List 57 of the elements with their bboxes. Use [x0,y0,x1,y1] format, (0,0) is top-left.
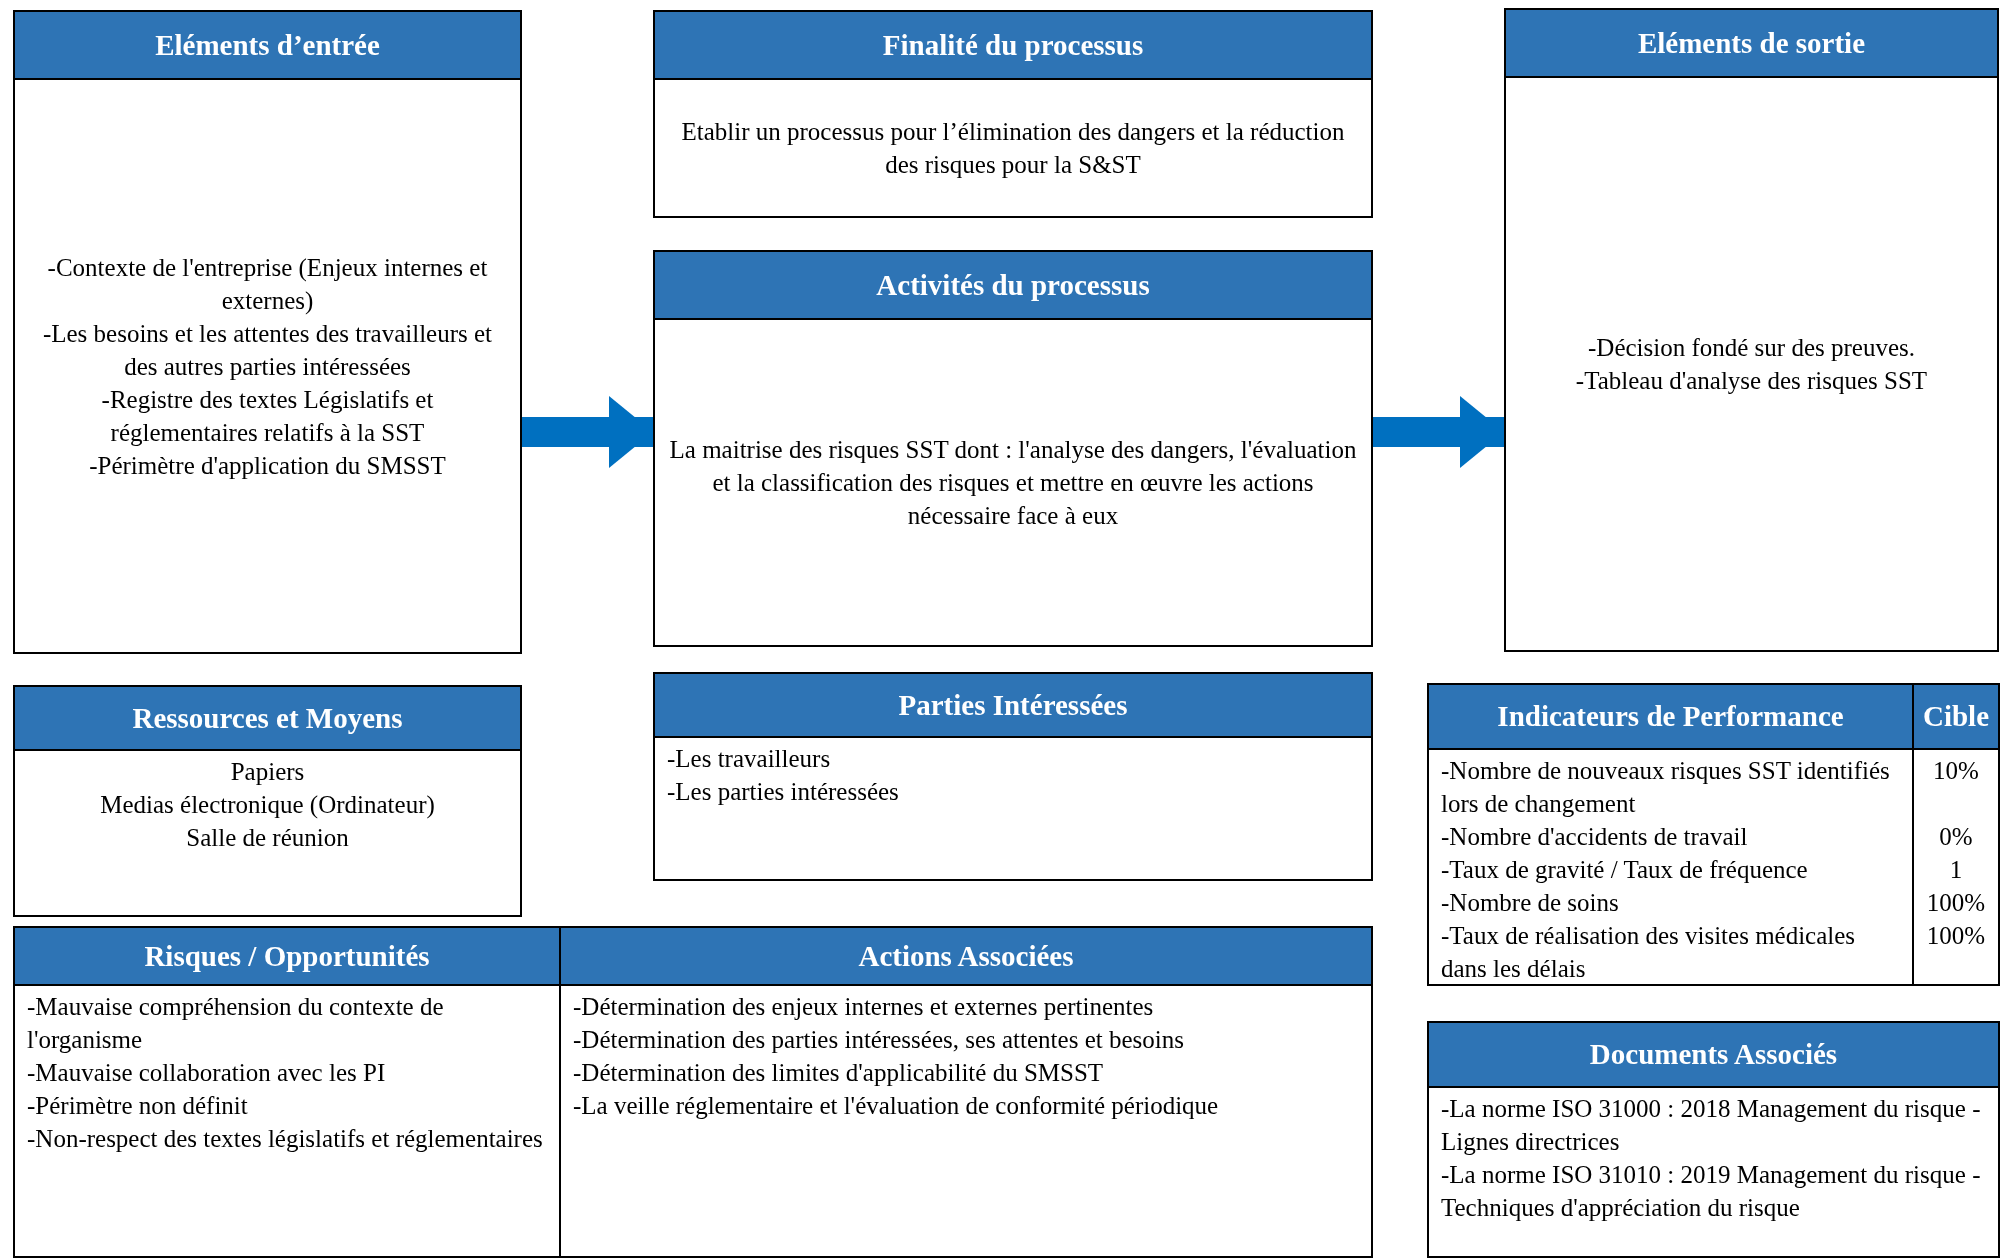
box-text: -Les travailleurs [667,744,832,774]
box-text: -Nombre de nouveaux risques SST identifiés lors de changement [1441,756,1891,819]
target-value: 100% [1925,921,1987,951]
box-text: -Détermination des limites d'applicabilité du SMSST [573,1058,1105,1088]
box-text: -Mauvaise compréhension du contexte de l'organisme [27,992,445,1055]
box-heading: Risques / Opportunités [15,928,559,986]
box-text: -Les parties intéressées [667,777,900,807]
box-heading: Documents Associés [1429,1023,1998,1088]
box-text: Papiers [229,757,306,787]
box-heading: Actions Associées [561,928,1371,986]
process-box [13,10,522,654]
target-value: 1 [1948,855,1964,885]
box-text: -Mauvaise collaboration avec les PI [27,1058,387,1088]
box-text: -Détermination des enjeux internes et externes pertinentes [573,992,1155,1022]
box-text: -Périmètre d'application du SMSST [88,450,447,481]
block-arrow [1373,396,1504,468]
box-text: Medias électronique (Ordinateur) [99,790,436,821]
box-text: -Tableau d'analyse des risques SST [1574,366,1929,396]
process-box [653,10,1373,218]
box-text: -La veille réglementaire et l'évaluation de conformité périodique [573,1091,1220,1121]
process-box [1504,8,1999,652]
box-heading: Ressources et Moyens [15,687,520,751]
box-text: -Nombre de soins [1441,888,1620,918]
box-text: -Décision fondé sur des preuves. [1587,333,1916,363]
box-text: -Détermination des parties intéressées, ses attentes et besoins [573,1025,1185,1055]
target-value: 10% [1932,756,1980,786]
box-text: -La norme ISO 31010 : 2019 Management du risque - Techniques d'appréciation du risque [1441,1160,1982,1223]
table-column [559,926,1373,1258]
box-heading: Indicateurs de Performance [1429,685,1912,750]
box-text: -Périmètre non définit [27,1091,249,1121]
table-column [1912,683,2000,986]
target-value: 0% [1938,822,1974,852]
box-text: -Registre des textes Législatifs et réglementaires relatifs à la SST [100,384,435,448]
box-text: -Taux de réalisation des visites médicales dans les délais [1441,921,1857,984]
box-heading: Activités du processus [655,252,1371,320]
block-arrow [522,396,653,468]
target-value: 100% [1925,888,1987,918]
box-text: -La norme ISO 31000 : 2018 Management du risque - Lignes directrices [1441,1094,1982,1157]
box-heading: Eléments de sortie [1506,10,1997,78]
info-box [653,672,1373,881]
box-text: -Nombre d'accidents de travail [1441,822,1749,852]
process-box [653,250,1373,647]
info-box [1427,1021,2000,1258]
box-heading: Cible [1914,685,1998,750]
box-text: -Contexte de l'entreprise (Enjeux internes et externes) [46,252,489,316]
table-column [1427,683,1914,986]
box-text: -Taux de gravité / Taux de fréquence [1441,855,1809,885]
info-box [13,685,522,917]
box-heading: Parties Intéressées [655,674,1371,738]
table-column [13,926,561,1258]
box-text: -Les besoins et les attentes des travailleurs et des autres parties intéressées [41,318,494,382]
box-heading: Finalité du processus [655,12,1371,80]
box-text: Etablir un processus pour l’élimination des dangers et la réduction des risques pour la S&ST [680,117,1346,180]
box-heading: Eléments d’entrée [15,12,520,80]
box-text: Salle de réunion [185,823,350,853]
box-text: -Non-respect des textes législatifs et réglementaires [27,1124,544,1154]
box-text: La maitrise des risques SST dont : l'analyse des dangers, l'évaluation et la classification des risques et mettre en œuvre les actions nécessaire face à eux [668,435,1358,531]
